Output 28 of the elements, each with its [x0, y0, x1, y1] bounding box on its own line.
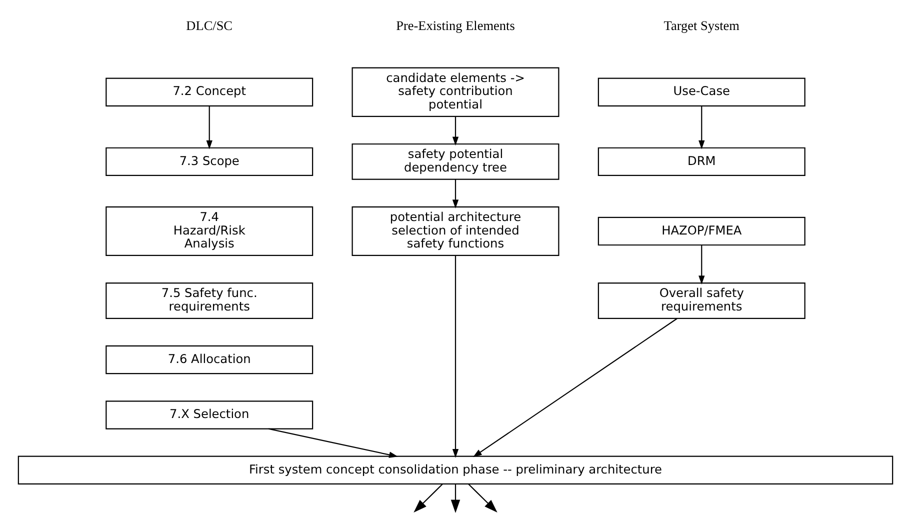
node-box: 7.2 Concept	[106, 78, 314, 106]
node-box: 7.4 Hazard/Risk Analysis	[106, 206, 314, 256]
node-box: candidate elements -> safety contribution potential	[352, 67, 560, 117]
arrow	[268, 428, 398, 458]
arrow	[472, 318, 678, 458]
node-box: Overall safety requirements	[598, 282, 806, 319]
node-box: 7.6 Allocation	[106, 345, 314, 374]
label: DLC/SC	[186, 18, 233, 33]
node-box: 7.X Selection	[106, 400, 314, 430]
node-box: DRM	[598, 147, 806, 176]
node-box: 7.3 Scope	[106, 147, 314, 176]
arrow	[468, 484, 498, 513]
arrow	[698, 106, 705, 150]
arrow	[414, 484, 443, 513]
node-box: Use-Case	[598, 78, 806, 106]
node-box: First system concept consolidation phase -- preliminary architecture	[18, 456, 894, 484]
arrow	[698, 245, 705, 285]
node-box: 7.5 Safety func. requirements	[106, 282, 314, 319]
arrow	[452, 256, 459, 458]
arrow	[450, 484, 460, 514]
arrow	[452, 116, 459, 146]
node-box: HAZOP/FMEA	[598, 216, 806, 246]
node-box: safety potential dependency tree	[352, 143, 560, 180]
arrow	[206, 106, 212, 150]
label: Pre-Existing Elements	[396, 18, 515, 33]
label: Target System	[664, 18, 740, 33]
node-box: potential architecture selection of intended safety functions	[352, 206, 560, 256]
arrow	[452, 179, 459, 208]
